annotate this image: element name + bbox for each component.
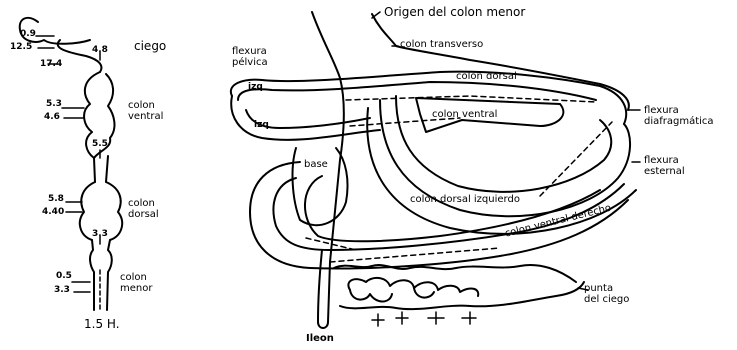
tick-5-5: 5.5 (92, 140, 108, 149)
right-drawing (231, 12, 640, 328)
label-punta-del-ciego: punta del ciego (584, 283, 629, 305)
label-colon-dorsal: colon dorsal (128, 198, 159, 220)
tick-3-3: 3.3 (92, 230, 108, 239)
cecum-sacs (348, 278, 478, 296)
label-colon-dorsal-top: colon dorsal (456, 72, 517, 82)
label-colon-dorsal-izquierdo: colon dorsal izquierdo (410, 195, 520, 205)
label-origen-colon-menor: Origen del colon menor (384, 6, 525, 18)
label-flexura-pelvica: flexura pélvica (232, 46, 268, 68)
tick-arrows (36, 36, 90, 292)
label-flexura-diafragmatica: flexura diafragmática (644, 105, 714, 127)
tick-4-8: 4.8 (92, 46, 108, 55)
label-colon-ventral: colon ventral (128, 100, 163, 122)
cecum-lower-body2 (340, 282, 584, 309)
label-ileum-value: 1.5 H. (84, 318, 120, 330)
label-colon-menor: colon menor (120, 272, 152, 294)
cecum-sacs2 (350, 288, 434, 302)
tick-4-6: 4.6 (44, 113, 60, 122)
tick-12-5: 12.5 (10, 43, 32, 52)
tick-5-8: 5.8 (48, 195, 64, 204)
transverse-colon-outline (372, 14, 629, 110)
tick-17-4: 17.4 (40, 60, 62, 69)
ileum-tube (318, 250, 330, 328)
label-colon-transverso: colon transverso (400, 40, 483, 50)
colon-neck (94, 156, 108, 182)
inner-c-curve (396, 96, 611, 192)
left-schematic (20, 18, 122, 310)
leader-lines (372, 12, 640, 290)
tick-3-3-lower: 3.3 (54, 286, 70, 295)
label-ileon: Ileon (306, 334, 334, 344)
tick-5-3: 5.3 (46, 100, 62, 109)
label-flexura-esternal: flexura esternal (644, 155, 685, 177)
small-colon-tube (90, 240, 112, 310)
label-ciego: ciego (134, 40, 166, 52)
label-izq-1: izq (248, 83, 263, 92)
pelvic-lower-loop (231, 96, 380, 140)
label-colon-ventral-inner: colon ventral (432, 110, 497, 120)
tenia-lines (372, 312, 476, 326)
label-izq-2: izq (254, 121, 269, 130)
tick-0-9: 0.9 (20, 30, 36, 39)
tick-0-5: 0.5 (56, 272, 72, 281)
label-base: base (304, 160, 328, 170)
tick-4-40: 4.40 (42, 208, 64, 217)
